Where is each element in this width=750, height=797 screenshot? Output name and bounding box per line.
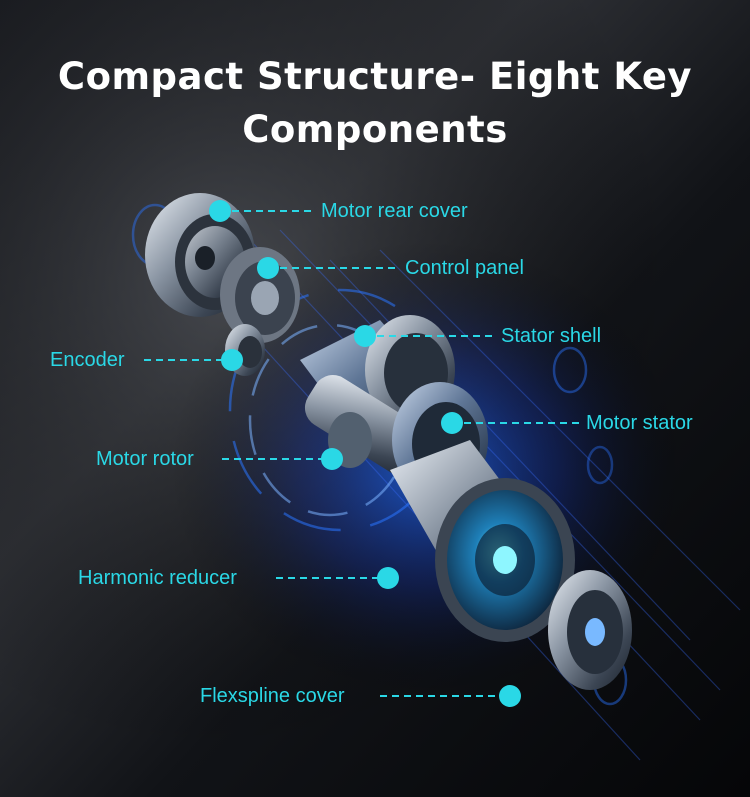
anchor-dot-harmonic-reducer [377, 567, 399, 589]
harmonic-reducer-part [390, 440, 575, 642]
anchor-dot-encoder [221, 349, 243, 371]
anchor-dot-stator-shell [354, 325, 376, 347]
label-control-panel: Control panel [405, 257, 524, 279]
anchor-dot-flexspline-cover [499, 685, 521, 707]
label-motor-stator: Motor stator [586, 412, 693, 434]
anchor-dot-motor-stator [441, 412, 463, 434]
leader-lines [144, 210, 582, 697]
label-stator-shell: Stator shell [501, 325, 602, 347]
anchor-dot-control-panel [257, 257, 279, 279]
page-title-line1: Compact Structure- Eight Key [57, 55, 693, 98]
anchor-dots [209, 200, 521, 707]
label-harmonic-reducer: Harmonic reducer [78, 567, 237, 589]
anchor-dot-motor-rotor [321, 448, 343, 470]
anchor-dot-motor-rear-cover [209, 200, 231, 222]
label-flexspline-cover: Flexspline cover [200, 685, 345, 707]
label-motor-rotor: Motor rotor [96, 448, 194, 470]
label-motor-rear-cover: Motor rear cover [321, 200, 468, 222]
control-panel-part [220, 247, 300, 343]
flexspline-cover-part [548, 570, 632, 690]
label-encoder: Encoder [50, 349, 125, 371]
page-title-line2: Components [242, 108, 508, 151]
